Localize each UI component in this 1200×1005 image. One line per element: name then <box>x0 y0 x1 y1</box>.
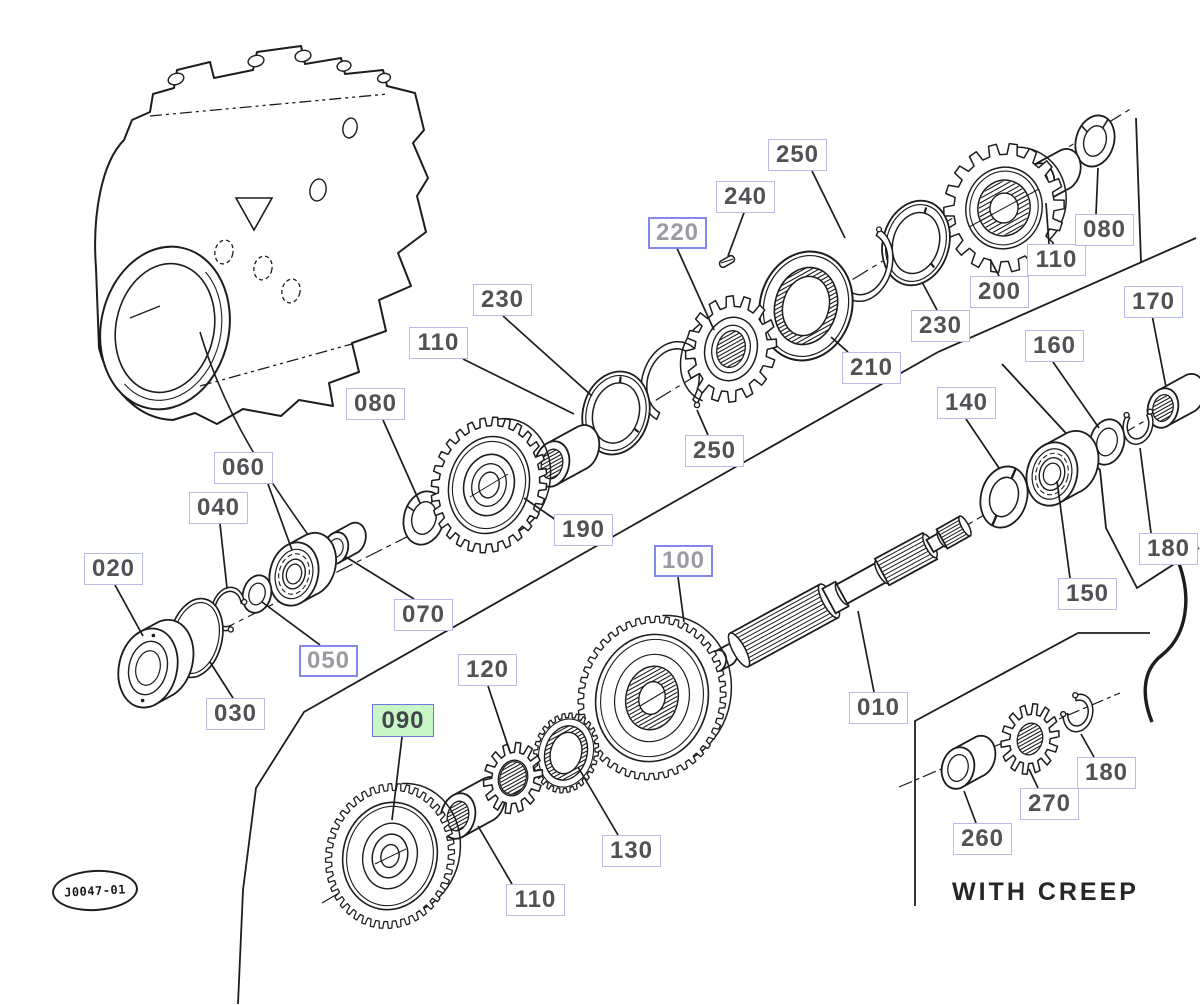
part-creep-gear-270[interactable] <box>1000 703 1060 775</box>
part-label-150[interactable]: 150 <box>1058 578 1117 610</box>
part-label-160[interactable]: 160 <box>1025 330 1084 362</box>
transmission-housing <box>94 45 429 547</box>
part-label-010[interactable]: 010 <box>849 692 908 724</box>
part-label-040[interactable]: 040 <box>189 492 248 524</box>
part-label-100[interactable]: 100 <box>654 545 713 577</box>
part-gear-100[interactable] <box>577 614 733 781</box>
part-label-030[interactable]: 030 <box>206 698 265 730</box>
part-label-210[interactable]: 210 <box>842 352 901 384</box>
part-label-020[interactable]: 020 <box>84 553 143 585</box>
part-label-080b[interactable]: 080 <box>1075 214 1134 246</box>
part-shift-sleeve-210[interactable] <box>746 241 865 371</box>
part-label-250a[interactable]: 250 <box>768 139 827 171</box>
part-bushing-170[interactable] <box>1138 373 1200 432</box>
part-label-170[interactable]: 170 <box>1124 286 1183 318</box>
part-label-240[interactable]: 240 <box>716 181 775 213</box>
part-label-130[interactable]: 130 <box>602 835 661 867</box>
part-label-190[interactable]: 190 <box>554 514 613 546</box>
part-label-050[interactable]: 050 <box>299 645 358 677</box>
part-label-080a[interactable]: 080 <box>346 388 405 420</box>
with-creep-caption: WITH CREEP <box>952 878 1139 906</box>
part-label-180b[interactable]: 180 <box>1077 757 1136 789</box>
part-label-120[interactable]: 120 <box>458 654 517 686</box>
part-key-240[interactable] <box>718 254 736 269</box>
part-ball-bearing-060[interactable] <box>263 531 337 611</box>
part-main-shaft-010[interactable] <box>708 515 974 674</box>
part-label-140[interactable]: 140 <box>937 387 996 419</box>
part-label-220[interactable]: 220 <box>648 217 707 249</box>
part-label-110c[interactable]: 110 <box>1027 244 1086 276</box>
part-synchro-ring-230a[interactable] <box>573 364 658 462</box>
part-synchro-ring-230b[interactable] <box>872 193 959 294</box>
part-label-230a[interactable]: 230 <box>473 284 532 316</box>
part-bearing-cover-020[interactable] <box>111 619 195 714</box>
part-gear-200[interactable] <box>943 142 1067 274</box>
part-label-090[interactable]: 090 <box>372 704 434 737</box>
part-label-110a[interactable]: 110 <box>409 327 468 359</box>
part-gear-190[interactable] <box>430 416 552 554</box>
part-synchro-hub-220[interactable] <box>679 295 778 403</box>
part-gear-090[interactable] <box>324 782 462 930</box>
part-label-250b[interactable]: 250 <box>685 435 744 467</box>
part-washer-080b[interactable] <box>1070 111 1121 171</box>
part-label-110b[interactable]: 110 <box>506 884 565 916</box>
part-snap-ring-180b[interactable] <box>1059 692 1094 733</box>
part-washer-080a[interactable] <box>398 487 451 550</box>
part-label-200[interactable]: 200 <box>970 276 1029 308</box>
part-lock-washer-140[interactable] <box>974 461 1034 533</box>
part-label-060[interactable]: 060 <box>214 452 273 484</box>
part-label-270[interactable]: 270 <box>1020 788 1079 820</box>
part-snap-ring-250b[interactable] <box>640 340 706 421</box>
part-label-230b[interactable]: 230 <box>911 310 970 342</box>
part-gear-120[interactable] <box>482 741 544 815</box>
part-ball-bearing-150[interactable] <box>1020 430 1100 511</box>
part-label-070[interactable]: 070 <box>394 599 453 631</box>
part-label-180a[interactable]: 180 <box>1139 533 1198 565</box>
part-snap-ring-180a[interactable] <box>1122 408 1154 445</box>
part-bushing-260[interactable] <box>937 734 997 792</box>
part-label-260[interactable]: 260 <box>953 823 1012 855</box>
leader-lines <box>114 167 1167 885</box>
